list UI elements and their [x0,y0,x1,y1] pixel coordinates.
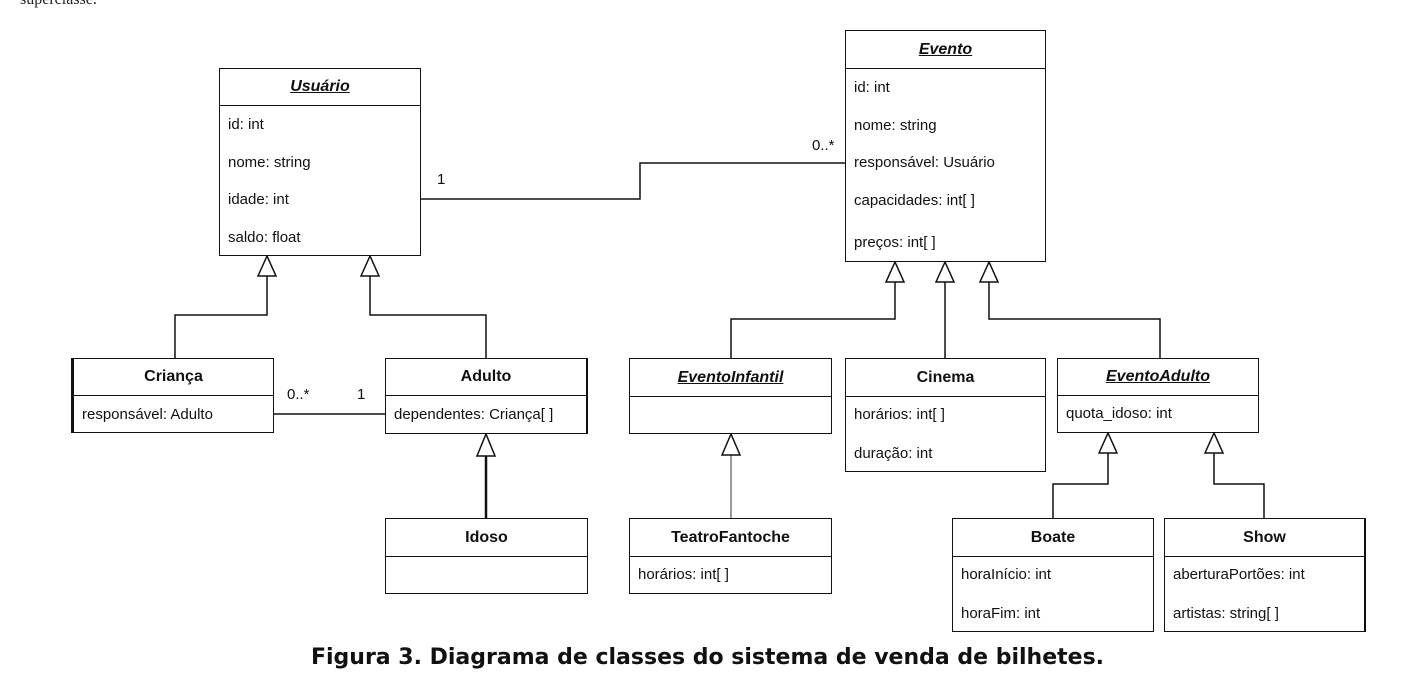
class-usuario[interactable]: Usuário id: int nome: string idade: int … [219,68,421,256]
generalization-eventoinfantil-evento [730,282,896,358]
generalization-arrowhead [1097,431,1119,454]
attribute: horaFim: int [961,605,1041,622]
attribute: idade: int [228,191,289,208]
generalization-arrowhead [1203,431,1225,454]
attribute: duração: int [854,445,933,462]
class-name: Evento [846,31,1045,69]
association-usuario-evento [421,162,845,200]
class-idoso[interactable]: Idoso [385,518,588,594]
generalization-arrowhead [359,254,381,277]
multiplicity-crianca-end: 0..* [287,386,310,403]
attribute: id: int [228,116,264,133]
attribute: aberturaPortões: int [1173,566,1305,583]
generalization-arrowhead [720,432,742,456]
class-name: EventoAdulto [1058,359,1258,396]
class-adulto[interactable]: Adulto dependentes: Criança[ ] [385,358,588,434]
class-evento-adulto[interactable]: EventoAdulto quota_idoso: int [1057,358,1259,433]
attribute: responsável: Adulto [82,406,213,423]
multiplicity-evento-end: 0..* [812,137,835,154]
class-boate[interactable]: Boate horaInício: int horaFim: int [952,518,1154,632]
class-name: Cinema [846,359,1045,397]
class-name: Boate [953,519,1153,557]
generalization-arrowhead [884,260,906,283]
generalization-crianca-usuario [174,276,268,358]
class-show[interactable]: Show aberturaPortões: int artistas: stri… [1164,518,1366,632]
attribute: nome: string [228,154,311,171]
class-name: Usuário [220,69,420,106]
generalization-arrowhead [256,254,278,277]
attribute: dependentes: Criança[ ] [394,406,554,423]
text-fragment-top: superclasse. [20,0,97,9]
attribute: id: int [854,79,890,96]
generalization-boate-eventoadulto [1052,453,1109,518]
attribute: artistas: string[ ] [1173,605,1279,622]
attribute: responsável: Usuário [854,154,995,171]
generalization-adulto-usuario [369,276,487,358]
attribute: horários: int[ ] [854,406,945,423]
class-name: Idoso [386,519,587,557]
class-name: Criança [74,359,273,396]
attribute: quota_idoso: int [1066,405,1172,422]
class-evento[interactable]: Evento id: int nome: string responsável:… [845,30,1046,262]
class-name: Adulto [386,359,586,396]
generalization-show-eventoadulto [1213,453,1265,518]
class-name: EventoInfantil [630,359,831,397]
attribute: nome: string [854,117,937,134]
attribute: preços: int[ ] [854,234,936,251]
class-crianca[interactable]: Criança responsável: Adulto [71,358,274,433]
figure-caption: Figura 3. Diagrama de classes do sistema… [310,645,1105,670]
class-name: Show [1165,519,1364,557]
class-evento-infantil[interactable]: EventoInfantil [629,358,832,434]
generalization-arrowhead [978,260,1000,283]
class-name: TeatroFantoche [630,519,831,557]
generalization-arrowhead [475,432,497,457]
generalization-arrowhead [934,260,956,283]
attribute: horaInício: int [961,566,1052,583]
class-teatro-fantoche[interactable]: TeatroFantoche horários: int[ ] [629,518,832,594]
attribute: capacidades: int[ ] [854,192,975,209]
class-cinema[interactable]: Cinema horários: int[ ] duração: int [845,358,1046,472]
attribute: horários: int[ ] [638,566,729,583]
attribute: saldo: float [228,229,301,246]
multiplicity-adulto-end: 1 [357,386,366,403]
generalization-eventoadulto-evento [988,282,1161,358]
multiplicity-usuario-end: 1 [437,171,446,188]
